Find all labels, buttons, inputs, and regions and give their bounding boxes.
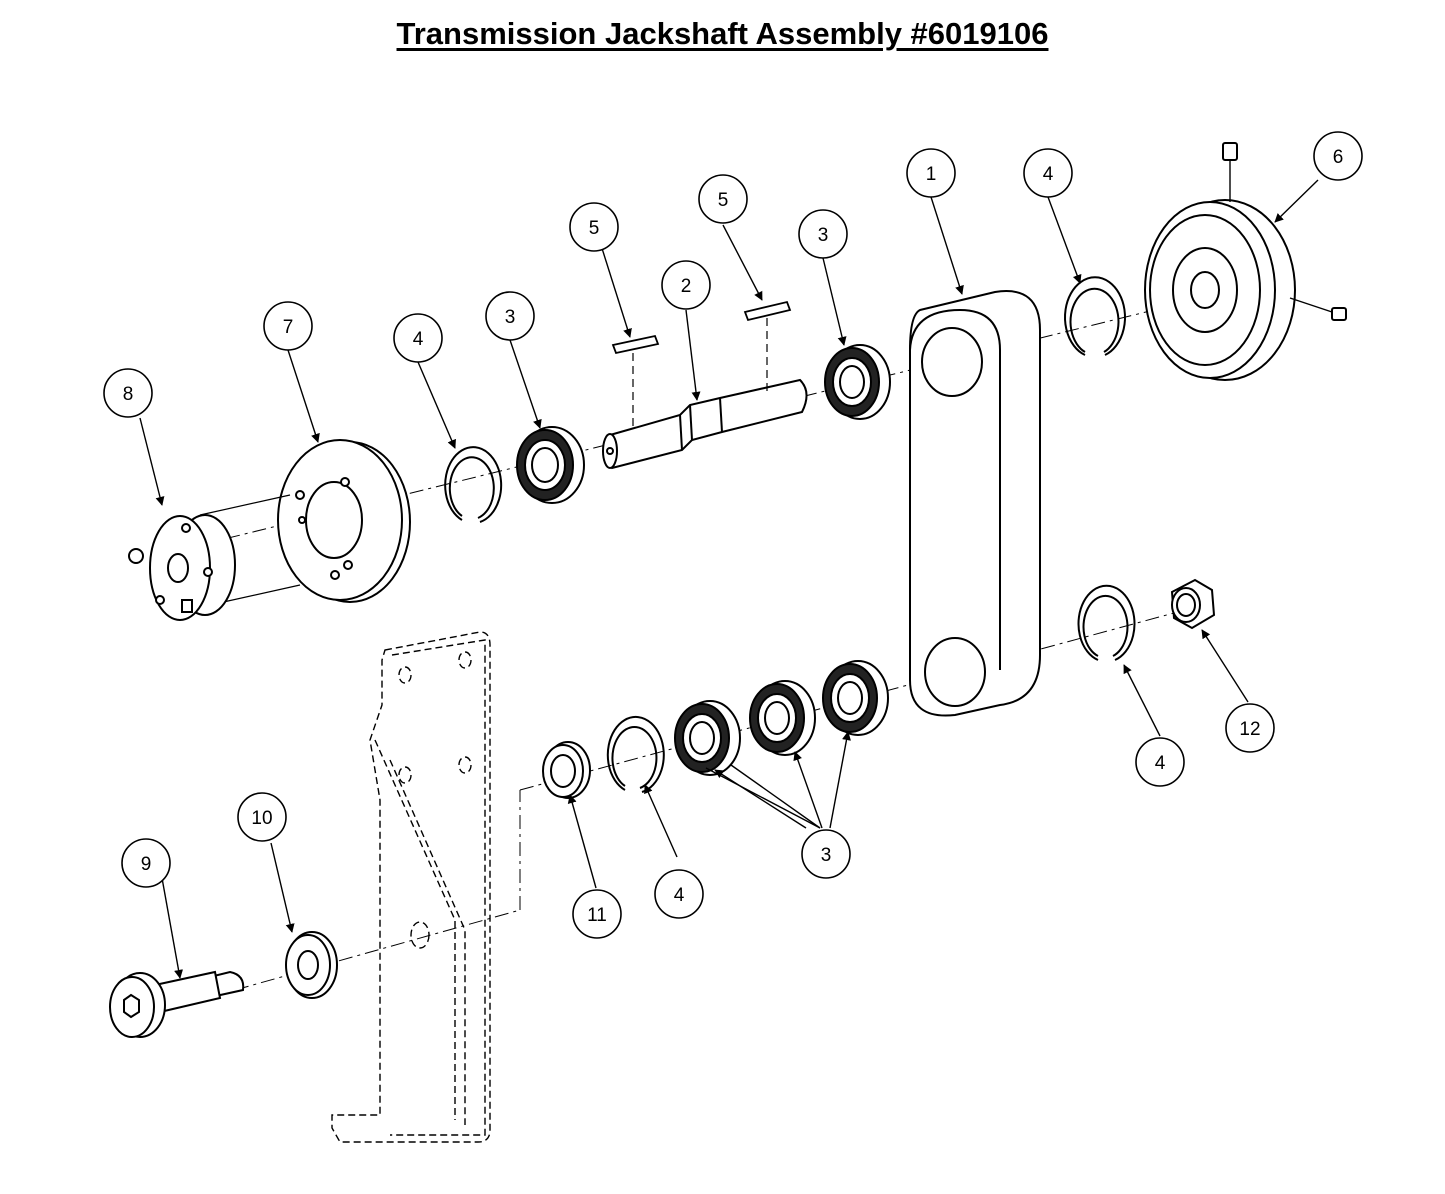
balloon-10: 10 xyxy=(237,792,287,842)
balloon-4c: 4 xyxy=(1135,737,1185,787)
balloon-3b: 3 xyxy=(798,209,848,259)
mounting-bracket-outline xyxy=(331,631,491,1143)
spacer-part xyxy=(542,741,591,799)
balloon-5a-label: 5 xyxy=(589,218,600,239)
balloon-12-label: 12 xyxy=(1239,719,1260,740)
shoulder-bolt-part xyxy=(109,970,245,1038)
balloon-2: 2 xyxy=(661,260,711,310)
bolt-axis-line xyxy=(234,909,521,991)
balloon-4b-label: 4 xyxy=(1043,164,1054,185)
diagram-title: Transmission Jackshaft Assembly #6019106 xyxy=(396,16,1049,51)
balloon-3c: 3 xyxy=(801,829,851,879)
balloon-9: 9 xyxy=(121,838,171,888)
balloon-4c-label: 4 xyxy=(1155,753,1166,774)
balloon-8-label: 8 xyxy=(123,384,134,405)
hex-nut-part xyxy=(1170,578,1216,630)
large-pulley-part xyxy=(1144,142,1347,381)
balloon-6: 6 xyxy=(1313,131,1363,181)
balloon-11: 11 xyxy=(572,889,622,939)
bushing-hub-part xyxy=(128,494,301,621)
balloon-7-label: 7 xyxy=(283,317,294,338)
balloon-6-label: 6 xyxy=(1333,147,1344,168)
balloon-10-label: 10 xyxy=(251,808,272,829)
washer-part xyxy=(285,931,338,999)
balloon-8: 8 xyxy=(103,368,153,418)
leader-lines xyxy=(139,179,1319,979)
balloon-4b: 4 xyxy=(1023,148,1073,198)
balloon-5a: 5 xyxy=(569,202,619,252)
drive-pulley-part xyxy=(277,439,411,603)
balloon-5b-label: 5 xyxy=(718,190,729,211)
balloon-11-label: 11 xyxy=(587,905,607,926)
balloon-4d: 4 xyxy=(654,869,704,919)
jackshaft-part xyxy=(602,378,808,470)
balloon-4a: 4 xyxy=(393,313,443,363)
balloon-3a: 3 xyxy=(485,291,535,341)
balloon-9-label: 9 xyxy=(141,854,152,875)
balloon-5b: 5 xyxy=(698,174,748,224)
balloon-4a-label: 4 xyxy=(413,329,424,350)
key-part xyxy=(611,300,792,355)
balloon-1-label: 1 xyxy=(926,164,937,185)
balloon-1: 1 xyxy=(906,148,956,198)
balloon-12: 12 xyxy=(1225,703,1275,753)
balloon-4d-label: 4 xyxy=(674,885,685,906)
balloon-3b-label: 3 xyxy=(818,225,829,246)
balloon-7: 7 xyxy=(263,301,313,351)
bearing-part xyxy=(516,344,891,776)
balloon-3c-label: 3 xyxy=(821,845,832,866)
balloon-2-label: 2 xyxy=(681,276,692,297)
retaining-ring-part xyxy=(444,276,1136,793)
link-arm-part xyxy=(909,290,1041,717)
balloon-3a-label: 3 xyxy=(505,307,516,328)
